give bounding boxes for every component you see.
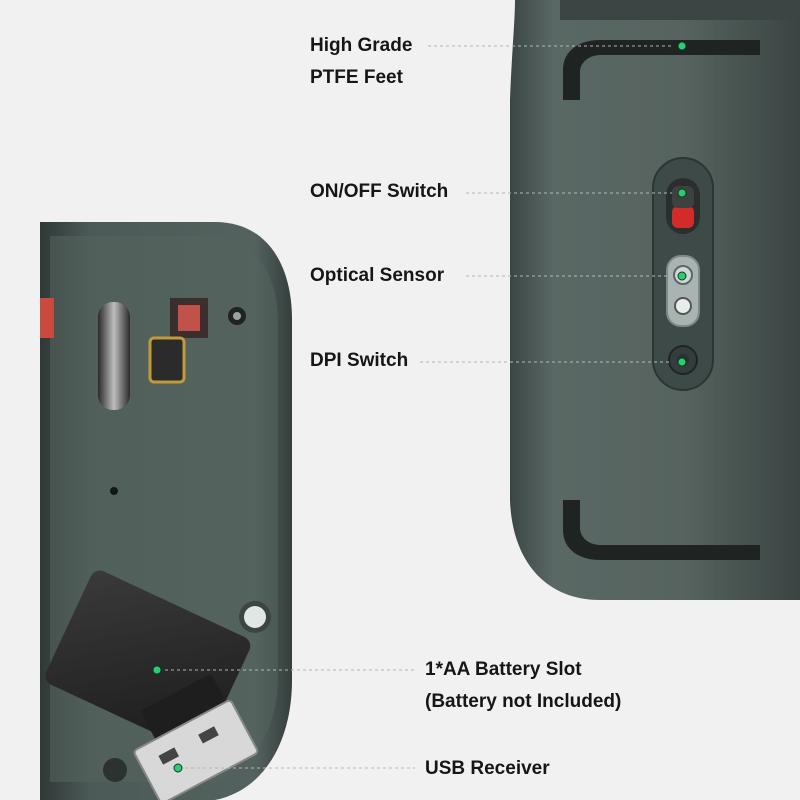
micro-switch <box>148 336 186 384</box>
marker-dpi <box>677 357 687 367</box>
usb-receiver <box>133 674 259 800</box>
ptfe-foot-bottom <box>563 500 760 560</box>
callout-markers <box>152 41 687 773</box>
label-optical-sensor: Optical Sensor <box>310 265 445 286</box>
marker-receiver <box>173 763 183 773</box>
label-usb-receiver: USB Receiver <box>425 758 550 779</box>
right-mouse-bottom <box>510 0 800 600</box>
label-ptfe-feet-line2: PTFE Feet <box>310 67 403 88</box>
label-ptfe-feet: High Grade PTFE Feet <box>310 30 412 94</box>
left-mouse-open <box>40 222 292 800</box>
marker-power <box>677 188 687 198</box>
marker-battery <box>152 665 162 675</box>
label-battery-line2: (Battery not Included) <box>425 691 622 712</box>
marker-sensor <box>677 271 687 281</box>
callout-lines <box>165 45 672 769</box>
ptfe-foot-top <box>563 40 760 100</box>
label-dpi-switch: DPI Switch <box>310 350 409 371</box>
label-battery-slot: 1*AA Battery Slot (Battery not Included) <box>425 654 621 718</box>
marker-feet <box>677 41 687 51</box>
scroll-wheel <box>98 302 130 410</box>
label-ptfe-feet-line1: High Grade <box>310 35 413 56</box>
label-battery-line1: 1*AA Battery Slot <box>425 659 582 680</box>
label-on-off-switch: ON/OFF Switch <box>310 181 449 202</box>
